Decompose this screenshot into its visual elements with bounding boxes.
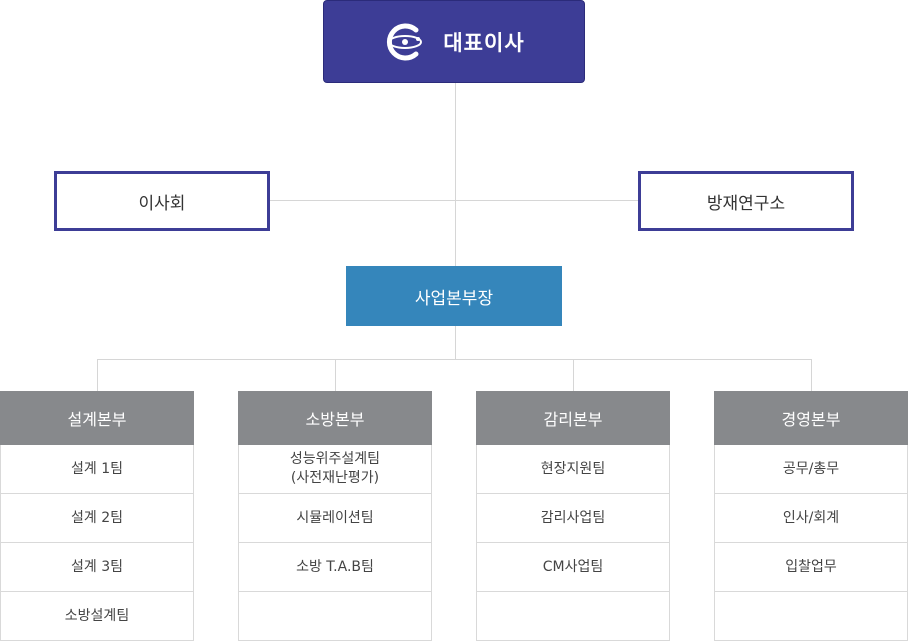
team-item: 소방설계팀: [1, 591, 193, 640]
team-item-empty: [477, 591, 669, 640]
team-item: 설계 3팀: [1, 542, 193, 591]
team-item-empty: [239, 591, 431, 640]
department-title: 감리본부: [476, 391, 670, 445]
department-design: 설계본부 설계 1팀 설계 2팀 설계 3팀 소방설계팀: [0, 391, 194, 641]
connector-head-down: [455, 326, 456, 359]
department-title: 경영본부: [714, 391, 908, 445]
team-item: 소방 T.A.B팀: [239, 542, 431, 591]
department-fire: 소방본부 성능위주설계팀 (사전재난평가) 시뮬레이션팀 소방 T.A.B팀: [238, 391, 432, 641]
department-supervision: 감리본부 현장지원팀 감리사업팀 CM사업팀: [476, 391, 670, 641]
team-item: CM사업팀: [477, 542, 669, 591]
team-item: 감리사업팀: [477, 493, 669, 542]
ceo-title: 대표이사: [443, 30, 525, 55]
team-item: 시뮬레이션팀: [239, 493, 431, 542]
board-box: 이사회: [54, 171, 270, 231]
board-label: 이사회: [138, 193, 186, 214]
connector-dept-horizontal: [97, 359, 812, 360]
connector-dept-3: [573, 359, 574, 391]
team-item-empty: [715, 591, 907, 640]
ceo-box: 대표이사: [323, 0, 585, 83]
connector-dept-2: [335, 359, 336, 391]
team-list: 성능위주설계팀 (사전재난평가) 시뮬레이션팀 소방 T.A.B팀: [238, 445, 432, 641]
team-item: 설계 2팀: [1, 493, 193, 542]
team-item: 성능위주설계팀 (사전재난평가): [289, 451, 381, 486]
research-institute-box: 방재연구소: [638, 171, 854, 231]
team-list: 공무/총무 인사/회계 입찰업무: [714, 445, 908, 641]
company-logo-icon: [383, 21, 425, 63]
business-head-box: 사업본부장: [346, 266, 562, 326]
team-item: 현장지원팀: [540, 460, 606, 477]
business-head-label: 사업본부장: [414, 288, 494, 309]
team-list: 현장지원팀 감리사업팀 CM사업팀: [476, 445, 670, 641]
department-title: 설계본부: [0, 391, 194, 445]
team-item: 공무/총무: [782, 460, 840, 477]
team-item: 입찰업무: [715, 542, 907, 591]
research-institute-label: 방재연구소: [706, 193, 786, 214]
department-title: 소방본부: [238, 391, 432, 445]
team-item: 인사/회계: [715, 493, 907, 542]
team-list: 설계 1팀 설계 2팀 설계 3팀 소방설계팀: [0, 445, 194, 641]
connector-side-horizontal: [269, 200, 639, 201]
connector-ceo-trunk: [455, 83, 456, 266]
connector-dept-4: [811, 359, 812, 391]
connector-dept-1: [97, 359, 98, 391]
team-item: 설계 1팀: [71, 460, 123, 477]
department-management: 경영본부 공무/총무 인사/회계 입찰업무: [714, 391, 908, 641]
